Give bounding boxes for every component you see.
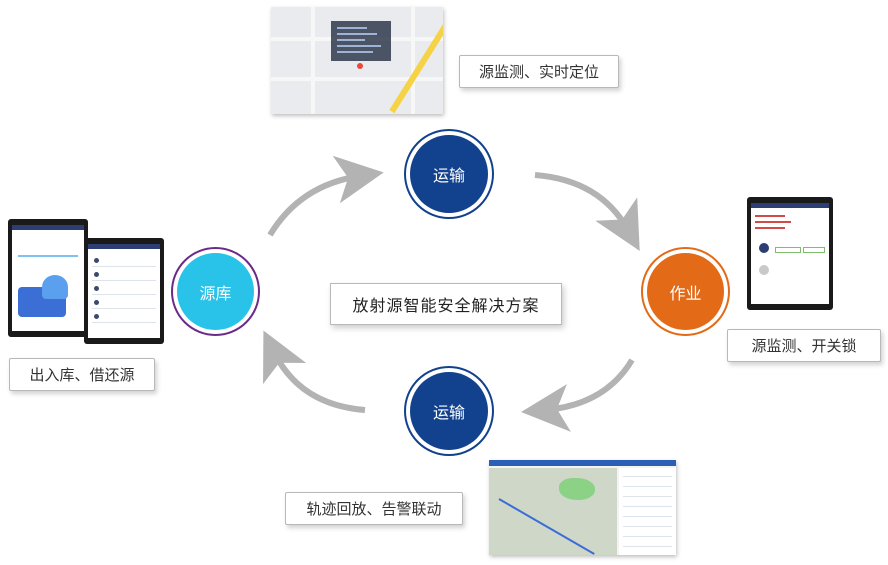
node-label: 源库: [199, 283, 232, 303]
arrow-top-to-right: [534, 172, 640, 251]
map-screenshot-top: [271, 7, 443, 114]
arrow-left-to-top: [267, 155, 384, 237]
node-operation: 作业: [641, 247, 730, 336]
node-transport-top: 运输: [404, 129, 494, 219]
caption-text: 出入库、借还源: [29, 366, 135, 384]
tablet-screenshot-warehouse-2: [84, 238, 164, 344]
node-warehouse: 源库: [171, 247, 260, 336]
node-label: 运输: [432, 166, 465, 185]
caption-bottom: 轨迹回放、告警联动: [285, 492, 463, 525]
center-title-box: 放射源智能安全解决方案: [330, 283, 562, 325]
center-title: 放射源智能安全解决方案: [352, 296, 540, 315]
caption-right: 源监测、开关锁: [727, 329, 881, 362]
caption-text: 源监测、开关锁: [751, 337, 857, 355]
arrow-bottom-to-left: [263, 330, 366, 413]
node-transport-bottom: 运输: [404, 366, 494, 456]
caption-left: 出入库、借还源: [9, 358, 155, 391]
caption-text: 轨迹回放、告警联动: [306, 500, 442, 518]
caption-top: 源监测、实时定位: [459, 55, 619, 88]
node-label: 作业: [669, 283, 702, 303]
caption-text: 源监测、实时定位: [478, 63, 599, 81]
node-label: 运输: [432, 403, 465, 422]
arrow-right-to-bottom: [521, 358, 635, 432]
map-screenshot-bottom: [489, 460, 676, 555]
tablet-screenshot-warehouse-1: [8, 219, 88, 337]
tablet-screenshot-operation: [747, 197, 833, 310]
